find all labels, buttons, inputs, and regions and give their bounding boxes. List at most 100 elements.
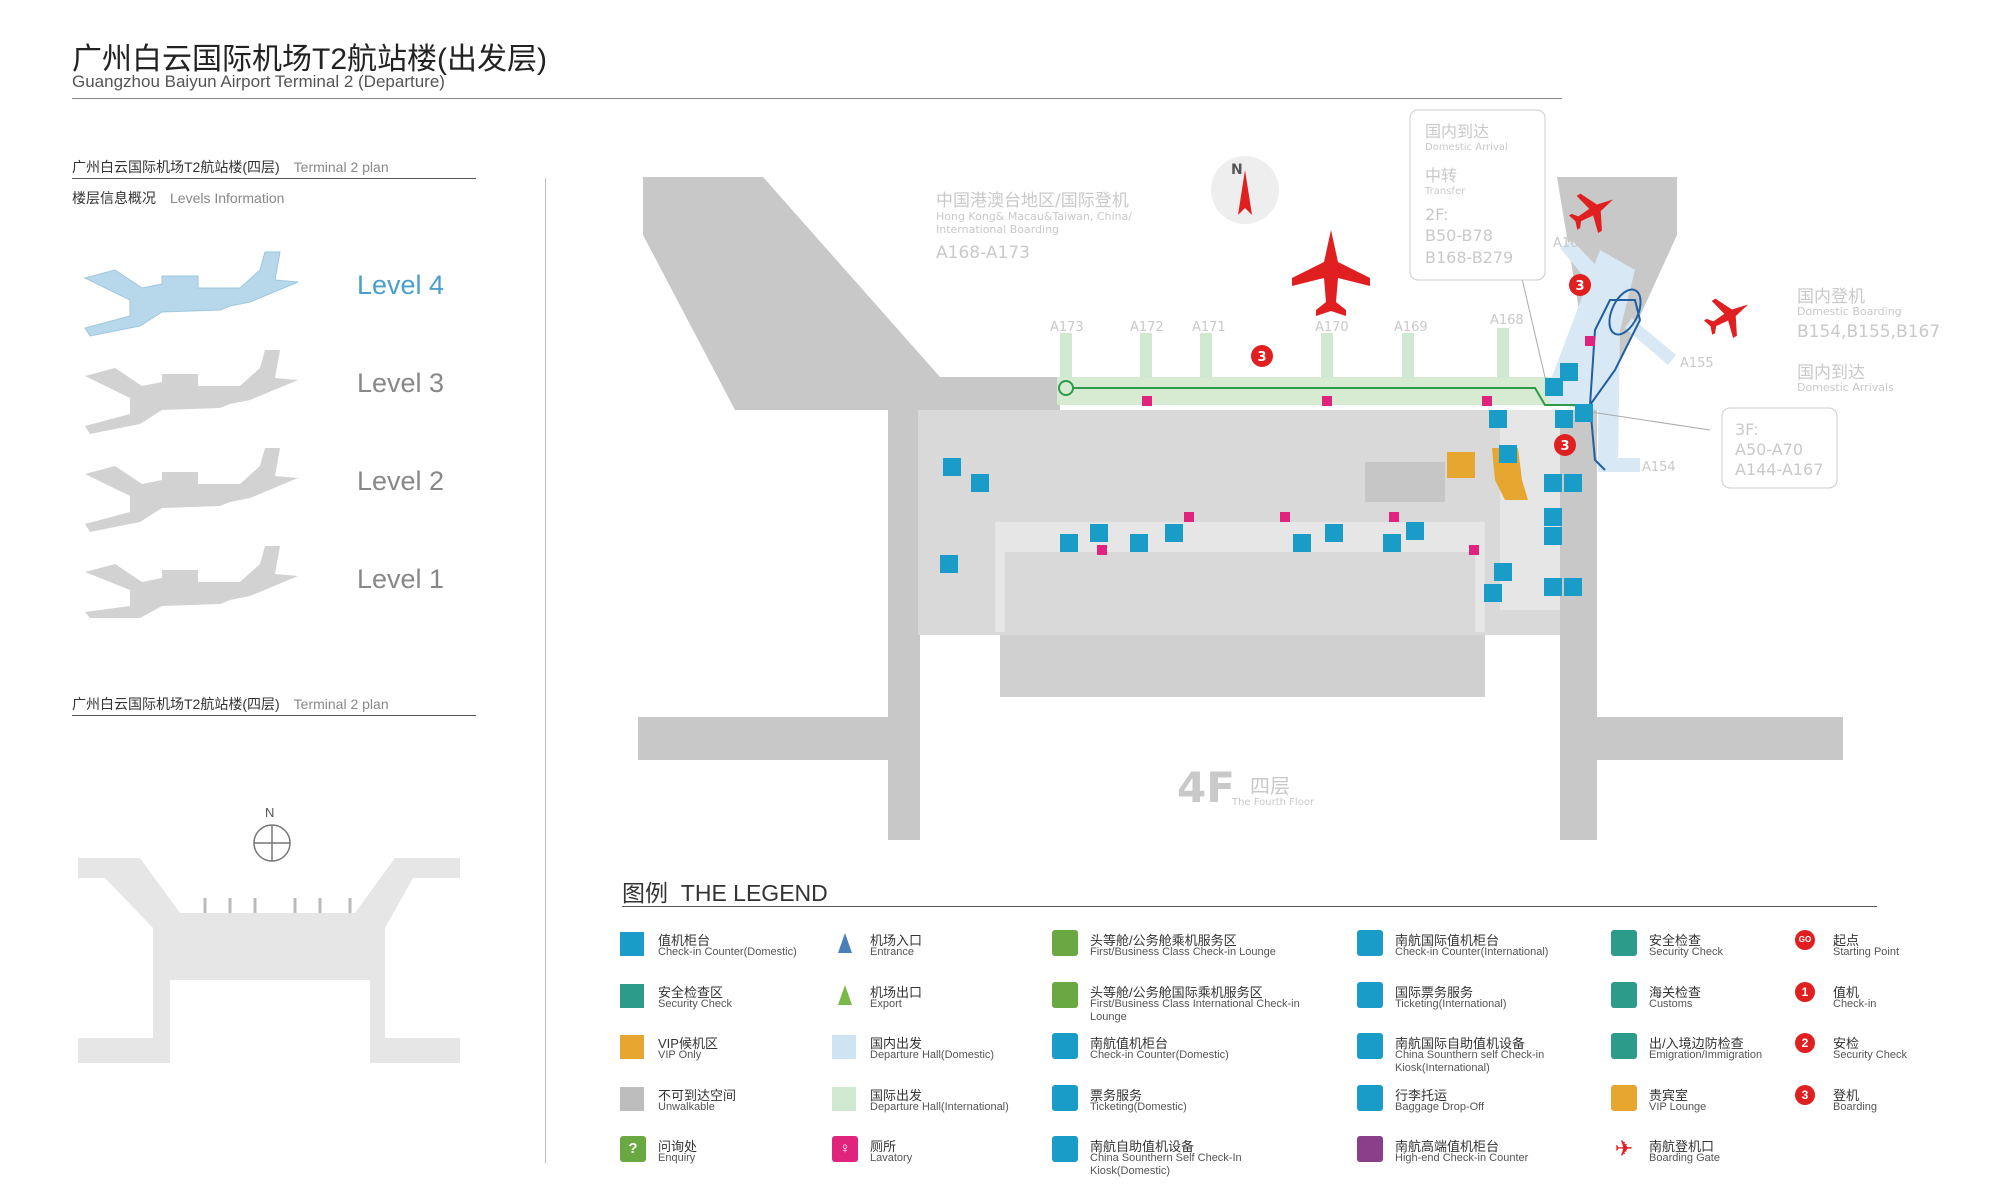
legend-title-cn: 图例 xyxy=(622,880,668,906)
transfer-route xyxy=(1588,288,1642,471)
plane-icon-right xyxy=(1703,298,1749,338)
level-2-thumbnail[interactable] xyxy=(85,448,298,532)
first-class-intl-icon xyxy=(1052,982,1078,1008)
gate-label-a171: A171 xyxy=(1192,320,1226,335)
step1-icon: 1 xyxy=(1795,982,1815,1002)
walking-route xyxy=(1058,380,1590,406)
legend-item-label-en: Check-in Counter(Domestic) xyxy=(658,946,797,958)
intl-gates-label: A168-A173 xyxy=(936,243,1030,263)
legend-divider xyxy=(622,906,1877,907)
legend-item-label: 出/入境边防检查 xyxy=(1649,1036,1744,1051)
legend-item-label: 头等舱/公务舱乘机服务区 xyxy=(1090,933,1237,948)
svg-text:3: 3 xyxy=(1257,350,1266,365)
legend-item-label: 南航高端值机柜台 xyxy=(1395,1139,1500,1154)
minimap-heading-cn: 广州白云国际机场T2航站楼(四层) xyxy=(72,696,280,712)
legend-item-label: 不可到达空间 xyxy=(658,1088,737,1103)
legend-item-label-en: Starting Point xyxy=(1833,946,1900,958)
step3-icon: 3 xyxy=(1795,1085,1815,1105)
legend-item-label: 安全检查区 xyxy=(658,985,724,1000)
legend-item-label-en: Security Check xyxy=(1833,1049,1907,1061)
level-3-thumbnail[interactable] xyxy=(85,350,298,434)
kiosk-icon xyxy=(1052,1136,1078,1162)
gate-label-a173: A173 xyxy=(1050,320,1084,335)
floor-name-cn: 四层 xyxy=(1250,774,1290,798)
level-3-label[interactable]: Level 3 xyxy=(357,368,445,398)
compass-label: N xyxy=(1231,162,1243,178)
gate-label-a169: A169 xyxy=(1394,320,1428,335)
boarding-gate-plane-icon xyxy=(1292,230,1370,316)
legend-item-label-en: Baggage Drop-Off xyxy=(1395,1101,1485,1113)
legend-item-label: 安全检查 xyxy=(1649,933,1702,948)
legend-item-label-en: Lavatory xyxy=(870,1152,913,1164)
vip-area xyxy=(1447,448,1528,500)
intl-boarding-en-1: Hong Kong& Macau&Taiwan, China/ xyxy=(936,210,1132,223)
legend-item-label: 问询处 xyxy=(658,1139,698,1154)
domestic-arrivals-label: 国内到达 xyxy=(1797,363,1865,383)
level-4-thumbnail[interactable] xyxy=(83,251,299,337)
legend-item-label: 起点 xyxy=(1833,933,1860,948)
legend-item-label: 安检 xyxy=(1833,1036,1860,1051)
legend-title-en: THE LEGEND xyxy=(680,880,828,906)
header-divider xyxy=(72,98,1562,99)
legend-item-label-en: First/Business Class International Check… xyxy=(1090,998,1300,1023)
vip-lounge-icon xyxy=(1611,1085,1637,1111)
minimap-gates xyxy=(203,898,352,913)
legend-item-label-en: Security Check xyxy=(658,998,732,1010)
map-callout-boxes xyxy=(1409,109,1838,489)
high-end-icon xyxy=(1357,1136,1383,1162)
domestic-boarding-gates: B154,B155,B167 xyxy=(1797,322,1941,342)
level-4-label[interactable]: Level 4 xyxy=(357,270,445,300)
legend-item-label: 南航登机口 xyxy=(1649,1139,1715,1154)
level-1-thumbnail[interactable] xyxy=(85,546,298,618)
plane-icon: ✈ xyxy=(1614,1136,1634,1161)
swatch-teal xyxy=(620,984,644,1008)
gate-label-a155: A155 xyxy=(1680,356,1714,371)
gate-label-a172: A172 xyxy=(1130,320,1164,335)
minimap-terminal-shape xyxy=(78,858,460,1063)
floor-name-en: The Fourth Floor xyxy=(1232,797,1315,808)
domestic-boarding-en: Domestic Boarding xyxy=(1797,305,1902,318)
first-class-icon xyxy=(1052,930,1078,956)
callout-domestic-arrival-en: Domestic Arrival xyxy=(1425,142,1508,153)
levels-heading: 楼层信息概况 Levels Information xyxy=(72,188,284,208)
minimap-compass-icon xyxy=(253,824,291,862)
legend-item-label: VIP候机区 xyxy=(658,1036,718,1051)
gate-label-a154: A154 xyxy=(1642,460,1676,475)
legend-item-label-en: Check-in Counter(International) xyxy=(1395,946,1549,958)
minimap-heading: 广州白云国际机场T2航站楼(四层)Terminal 2 plan xyxy=(72,694,389,714)
levels-heading-en: Levels Information xyxy=(170,190,285,206)
legend-item-label-en: Ticketing(International) xyxy=(1395,998,1507,1010)
swatch-gray xyxy=(620,1087,644,1111)
callout-3f-gates-1: A50-A70 xyxy=(1735,440,1804,459)
intl-checkin-icon xyxy=(1357,930,1383,956)
immigration-icon xyxy=(1611,1033,1637,1059)
callout-3f: 3F: xyxy=(1735,420,1759,439)
legend-item-label: 头等舱/公务舱国际乘机服务区 xyxy=(1090,985,1263,1000)
intl-ticketing-icon xyxy=(1357,982,1383,1008)
legend-item-label-en: High-end Check-in Counter xyxy=(1395,1152,1529,1164)
legend-item-label-en: Boarding Gate xyxy=(1649,1152,1720,1164)
terminal-building xyxy=(918,377,1560,697)
domestic-pier xyxy=(1545,240,1676,472)
plan-heading-en: Terminal 2 plan xyxy=(293,159,389,175)
customs-icon xyxy=(1611,982,1637,1008)
legend-item-label: 行李托运 xyxy=(1395,1088,1448,1103)
intl-boarding-en-2: International Boarding xyxy=(936,223,1060,236)
legend-item-label-en: Enquiry xyxy=(658,1152,696,1164)
legend-item-label-en: Emigration/Immigration xyxy=(1649,1049,1763,1061)
apron-roads xyxy=(638,177,1843,840)
legend-item-label: 南航国际值机柜台 xyxy=(1395,933,1500,948)
lavatory-icon: ♀ xyxy=(832,1136,858,1162)
legend-item-label: 值机 xyxy=(1833,985,1860,1000)
legend-item-label-en: Entrance xyxy=(870,946,915,958)
callout-3f-gates-2: A144-A167 xyxy=(1735,460,1824,479)
callout-transfer-en: Transfer xyxy=(1425,186,1466,197)
levels-heading-cn: 楼层信息概况 xyxy=(72,190,156,206)
level-2-label[interactable]: Level 2 xyxy=(357,466,445,496)
level-1-label[interactable]: Level 1 xyxy=(357,564,445,594)
gate-label-a168: A168 xyxy=(1490,313,1524,328)
legend-item-label: 厕所 xyxy=(870,1139,897,1154)
sidebar-divider xyxy=(545,178,546,1163)
step2-icon: 2 xyxy=(1795,1033,1815,1053)
legend-item-label: 贵宾室 xyxy=(1649,1088,1689,1103)
